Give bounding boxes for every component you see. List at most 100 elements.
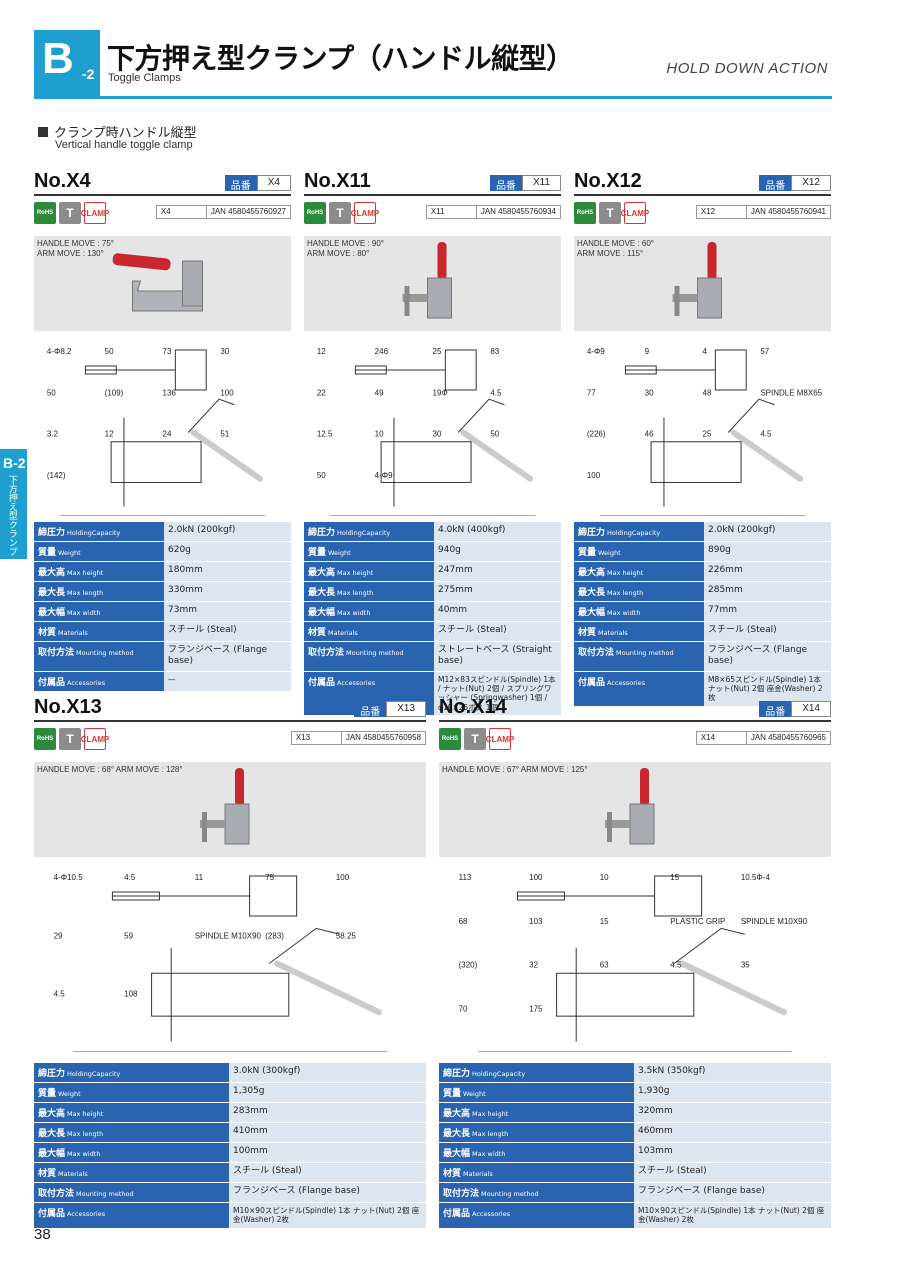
- spec-value: 940g: [434, 541, 561, 562]
- page-title: 下方押え型クランプ（ハンドル縦型）: [107, 42, 574, 75]
- spec-key-ja: 最大幅: [308, 608, 336, 618]
- spec-key-ja: 最大高: [578, 568, 606, 578]
- tool-icon: T: [59, 202, 81, 224]
- tool-icon: T: [599, 202, 621, 224]
- spec-key-en: Max height: [337, 569, 374, 577]
- spec-key-ja: 締圧力: [443, 1069, 471, 1079]
- spec-value: スチール (Steal): [164, 621, 291, 642]
- spec-value: 620g: [164, 541, 291, 562]
- dimension-label: 50: [47, 388, 56, 397]
- product-code-value: X11: [521, 175, 561, 191]
- product-title: No.X13: [34, 696, 102, 718]
- spec-value: 460mm: [634, 1122, 831, 1143]
- spec-value: 3.5kN (350kgf): [634, 1063, 831, 1083]
- spec-value: スチール (Steal): [634, 1162, 831, 1183]
- dimension-label: 75: [265, 873, 274, 882]
- spec-key-en: Mounting method: [76, 1190, 134, 1198]
- jan-product-code: X13: [292, 732, 342, 744]
- spec-key-en: HoldingCapacity: [67, 529, 121, 537]
- section-heading: クランプ時ハンドル縦型: [38, 122, 197, 141]
- spec-key-en: Materials: [328, 629, 358, 637]
- spec-key-ja: 最大長: [38, 1129, 66, 1139]
- dimension-label: 10.5Φ-4: [741, 873, 771, 882]
- page-subtitle: Toggle Clamps: [108, 72, 181, 84]
- spec-key-ja: 材質: [38, 628, 57, 638]
- badge-number: -2: [82, 66, 95, 82]
- spec-value: 40mm: [434, 601, 561, 622]
- product-photo: HANDLE MOVE : 60°ARM MOVE : 115°: [574, 236, 831, 331]
- spec-key-ja: 締圧力: [38, 528, 66, 538]
- spec-key-ja: 締圧力: [578, 528, 606, 538]
- spec-value: 890g: [704, 541, 831, 562]
- dimension-label: 15: [670, 873, 679, 882]
- section-title-en: Vertical handle toggle clamp: [55, 139, 193, 151]
- spec-value: 1,930g: [634, 1082, 831, 1103]
- spec-value: 410mm: [229, 1122, 426, 1143]
- product-code-value: X12: [791, 175, 831, 191]
- dimension-label: 4: [703, 347, 708, 356]
- spec-key-en: Materials: [58, 629, 88, 637]
- spec-key-en: Materials: [58, 1170, 88, 1178]
- spec-key-en: Max height: [472, 1110, 509, 1118]
- spec-key-en: Max length: [337, 589, 374, 597]
- dimension-label: 25: [433, 347, 442, 356]
- side-tab: B-2 下方押え型クランプ: [0, 449, 27, 559]
- dimension-label: 58.25: [336, 931, 357, 940]
- spec-value: スチール (Steal): [229, 1162, 426, 1183]
- dimension-label: 4.5: [54, 990, 66, 999]
- clamp-photo-illustration: [200, 768, 250, 845]
- dimension-label: 29: [54, 931, 63, 940]
- dimension-label: 32: [529, 961, 538, 970]
- product-title: No.X12: [574, 170, 642, 192]
- spec-key-ja: 質量: [443, 1089, 462, 1099]
- jan-number: JAN 4580455760927: [210, 207, 286, 216]
- spec-value: 2.0kN (200kgf): [704, 522, 831, 542]
- spec-value: 77mm: [704, 601, 831, 622]
- dimension-label: 24: [163, 430, 172, 439]
- section-title-ja: クランプ時ハンドル縦型: [54, 126, 197, 141]
- handle-move: HANDLE MOVE : 90°: [307, 239, 384, 248]
- move-angles: HANDLE MOVE : 90°ARM MOVE : 80°: [307, 239, 384, 258]
- spec-key-en: Max length: [67, 1130, 104, 1138]
- handle-move: HANDLE MOVE : 75°: [37, 239, 114, 248]
- spec-value: M8×65スピンドル(Spindle) 1本 ナット(Nut) 2個 座金(Wa…: [704, 671, 831, 707]
- clamp-photo-illustration: [402, 242, 452, 319]
- spec-value: 180mm: [164, 561, 291, 582]
- spec-key-ja: 付属品: [443, 1209, 471, 1219]
- badge-letter: B: [42, 34, 74, 83]
- dimension-label: 4-Φ9: [375, 471, 393, 480]
- dimension-label: 83: [490, 347, 499, 356]
- spec-key-ja: 最大長: [308, 588, 336, 598]
- dimension-label: SPINDLE M10X90: [741, 917, 808, 926]
- dimension-label: 100: [587, 471, 601, 480]
- spec-value: フランジベース (Flange base): [164, 641, 291, 672]
- spec-value: M10×90スピンドル(Spindle) 1本 ナット(Nut) 2個 座金(W…: [229, 1202, 426, 1229]
- spec-key-en: Mounting method: [481, 1190, 539, 1198]
- clamp-icon: CLAMP: [81, 202, 109, 224]
